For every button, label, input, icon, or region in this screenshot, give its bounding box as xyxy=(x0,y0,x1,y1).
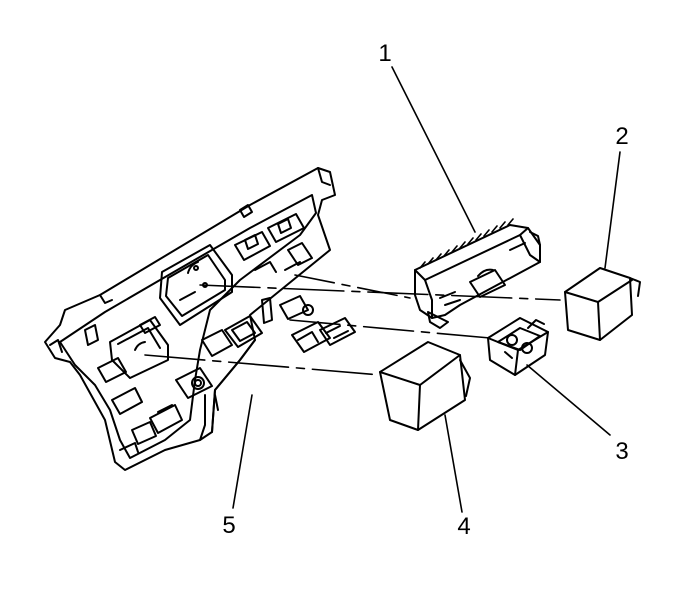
leader-lines xyxy=(233,67,620,512)
relay-cube-lower xyxy=(380,342,470,430)
callout-4: 4 xyxy=(457,513,471,540)
callout-5: 5 xyxy=(222,512,236,539)
leader-5 xyxy=(233,395,252,508)
callout-3: 3 xyxy=(615,438,629,465)
leader-4 xyxy=(445,415,462,512)
leader-2 xyxy=(605,152,620,268)
relay-cube-upper xyxy=(565,268,640,340)
leader-3 xyxy=(527,365,610,435)
housing-bracket xyxy=(45,168,355,470)
leader-1 xyxy=(392,67,475,232)
callout-1: 1 xyxy=(378,40,392,67)
long-connector-module xyxy=(415,219,540,328)
small-relay xyxy=(488,318,548,375)
install-phantom-lines xyxy=(145,275,560,375)
callout-2: 2 xyxy=(615,123,629,150)
